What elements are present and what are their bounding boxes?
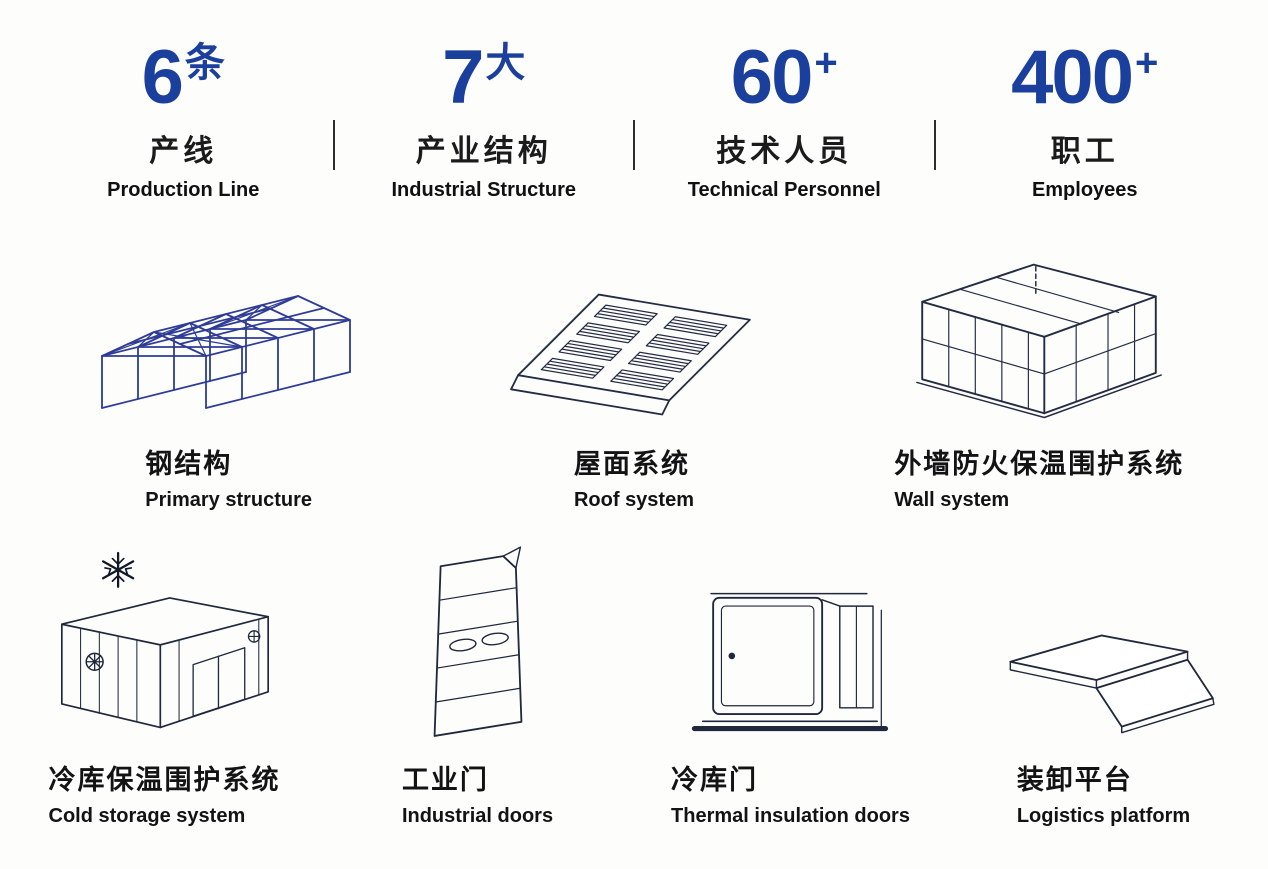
stats-divider	[332, 120, 335, 170]
product-caption: 工业门 Industrial doors	[402, 742, 553, 828]
stat-label-en: Production Line	[107, 179, 260, 201]
fan-vent-icon	[247, 630, 260, 643]
fan-vent-icon	[84, 652, 104, 671]
product-caption: 装卸平台 Logistics platform	[1017, 742, 1190, 828]
cold-storage-icon	[29, 534, 301, 742]
product-industrial-door: 工业门 Industrial doors	[321, 534, 634, 828]
products-row-2: 冷库保温围护系统 Cold storage system 工业门 Industr…	[0, 534, 1268, 828]
stat-industrial-structure: 7大 产业结构 Industrial Structure	[335, 40, 634, 202]
product-caption: 冷库门 Thermal insulation doors	[671, 742, 910, 828]
product-title-cn: 屋面系统	[573, 449, 690, 479]
snowflake-icon	[101, 551, 134, 588]
cold-storage-door-icon	[682, 534, 900, 742]
product-cold-storage: 冷库保温围护系统 Cold storage system	[8, 534, 321, 828]
product-title-en: Industrial doors	[401, 805, 554, 827]
product-caption: 外墙防火保温围护系统 Wall system	[894, 426, 1184, 512]
steel-structure-icon	[83, 228, 375, 426]
stat-label-cn: 技术人员	[716, 135, 853, 168]
stat-number-value: 400	[1011, 35, 1134, 120]
stat-label-cn: 职工	[1050, 135, 1119, 168]
stat-employees: 400+ 职工 Employees	[936, 40, 1235, 202]
stat-number: 7大	[335, 40, 634, 116]
product-title-en: Primary structure	[145, 489, 313, 511]
product-title-cn: 冷库保温围护系统	[48, 765, 281, 795]
products-row-1: 钢结构 Primary structure	[0, 228, 1268, 512]
product-steel-structure: 钢结构 Primary structure	[26, 228, 431, 512]
product-title-en: Logistics platform	[1016, 805, 1191, 827]
product-loading-dock: 装卸平台 Logistics platform	[947, 534, 1260, 828]
product-title-en: Cold storage system	[48, 805, 246, 827]
loading-dock-icon	[985, 534, 1223, 742]
stat-number-unit: 条	[184, 41, 225, 85]
stat-number-value: 60	[730, 35, 814, 120]
stat-production-line: 6条 产线 Production Line	[34, 40, 333, 202]
stat-number-unit: +	[1134, 41, 1159, 85]
stat-number: 400+	[936, 40, 1235, 116]
product-title-cn: 装卸平台	[1016, 765, 1133, 795]
industrial-door-icon	[402, 534, 554, 742]
stat-label-cn: 产线	[149, 135, 218, 168]
product-title-en: Roof system	[573, 489, 694, 511]
stat-number-unit: +	[814, 41, 838, 85]
stats-divider	[633, 120, 635, 170]
stats-row: 6条 产线 Production Line 7大 产业结构 Industrial…	[0, 0, 1268, 202]
product-title-cn: 冷库门	[671, 765, 759, 795]
product-caption: 钢结构 Primary structure	[145, 426, 312, 512]
stat-label-en: Employees	[1031, 179, 1138, 201]
stat-number-value: 6	[141, 35, 184, 120]
product-roof-system: 屋面系统 Roof system	[431, 228, 836, 512]
product-title-cn: 钢结构	[145, 449, 233, 479]
product-cold-storage-door: 冷库门 Thermal insulation doors	[634, 534, 947, 828]
product-caption: 屋面系统 Roof system	[574, 426, 694, 512]
stat-label-cn: 产业结构	[415, 135, 552, 168]
stat-label-en: Industrial Structure	[391, 179, 576, 201]
product-title-cn: 外墙防火保温围护系统	[894, 449, 1185, 479]
product-title-cn: 工业门	[401, 765, 489, 795]
product-wall-system: 外墙防火保温围护系统 Wall system	[837, 228, 1242, 512]
wall-system-icon	[905, 228, 1173, 426]
stat-label-en: Technical Personnel	[687, 179, 881, 201]
product-title-en: Thermal insulation doors	[671, 805, 910, 827]
stats-divider	[933, 120, 936, 170]
product-caption: 冷库保温围护系统 Cold storage system	[49, 742, 281, 828]
roof-system-icon	[503, 228, 765, 426]
product-title-en: Wall system	[894, 489, 1010, 511]
stat-number-value: 7	[442, 35, 484, 120]
stat-technical-personnel: 60+ 技术人员 Technical Personnel	[635, 40, 934, 202]
stat-number: 60+	[635, 40, 934, 116]
stat-number: 6条	[34, 40, 333, 116]
stat-number-unit: 大	[485, 41, 526, 85]
